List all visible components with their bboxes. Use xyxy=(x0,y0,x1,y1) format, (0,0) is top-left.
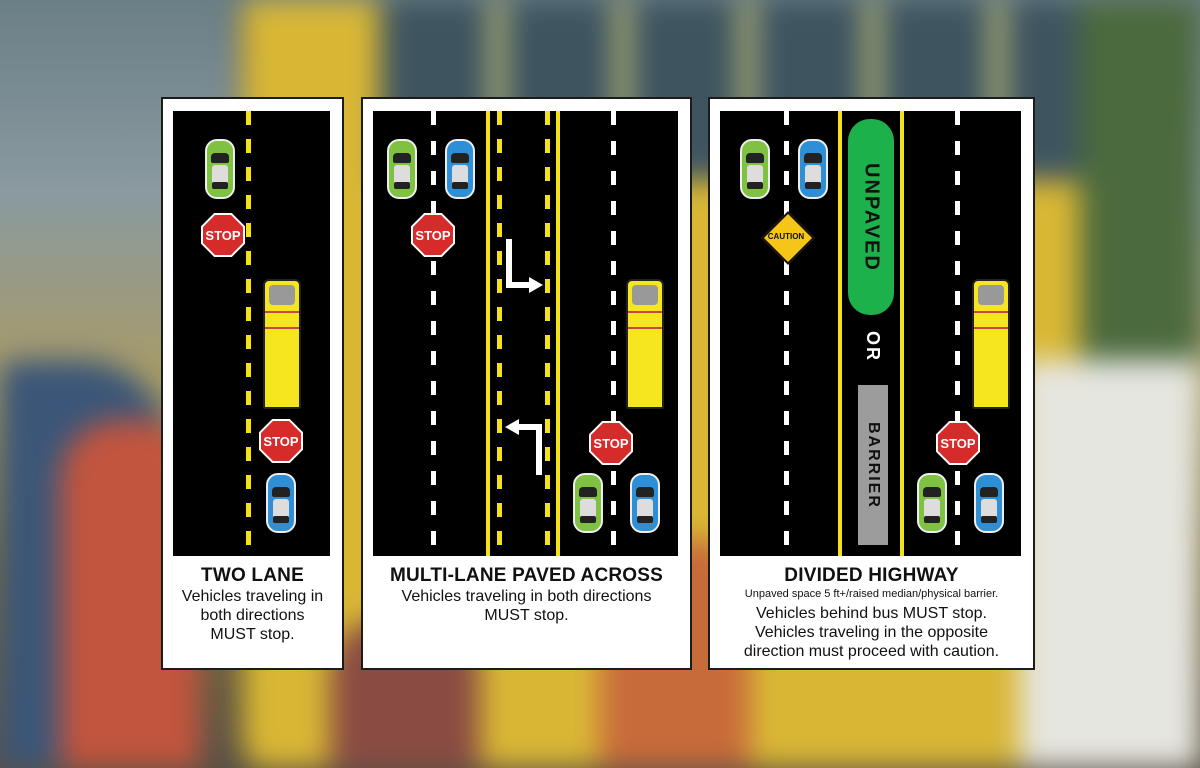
panel-title: TWO LANE xyxy=(201,565,304,586)
turn-arrow-icon xyxy=(506,239,543,293)
car-icon xyxy=(266,473,296,533)
multi-lane-road: STOP STOP xyxy=(373,111,678,556)
caution-sign-label: CAUTION xyxy=(767,232,805,241)
median-edge-line xyxy=(900,111,904,556)
turn-arrow-icon xyxy=(505,419,542,475)
multi-lane-panel: STOP STOP MULTI-LANE PAVED ACROSS Vehicl… xyxy=(361,97,692,670)
unpaved-median: UNPAVED xyxy=(848,119,894,315)
two-lane-panel: STOP STOP TWO LANE Vehicles traveling in… xyxy=(161,97,344,670)
stop-sign-icon: STOP xyxy=(936,421,980,465)
car-icon xyxy=(798,139,828,199)
school-bus-icon xyxy=(263,279,301,409)
stop-sign-icon: STOP xyxy=(589,421,633,465)
center-solid-line xyxy=(486,111,490,556)
panel-title: MULTI-LANE PAVED ACROSS xyxy=(389,565,664,586)
car-icon xyxy=(740,139,770,199)
lane-divider xyxy=(955,111,960,556)
car-icon xyxy=(387,139,417,199)
center-dashed-line xyxy=(246,111,251,556)
car-icon xyxy=(573,473,603,533)
stop-sign-icon: STOP xyxy=(411,213,455,257)
car-icon xyxy=(445,139,475,199)
lane-divider xyxy=(431,111,436,556)
lane-divider xyxy=(784,111,789,556)
lane-divider xyxy=(611,111,616,556)
two-lane-caption: TWO LANE Vehicles traveling in both dire… xyxy=(163,565,342,644)
stop-sign-icon: STOP xyxy=(259,419,303,463)
median-edge-line xyxy=(838,111,842,556)
stop-sign-icon: STOP xyxy=(201,213,245,257)
turn-lane-dashed-line xyxy=(545,111,550,556)
physical-barrier: BARRIER xyxy=(858,385,888,545)
median-note: Unpaved space 5 ft+/raised median/physic… xyxy=(744,588,999,600)
car-icon xyxy=(630,473,660,533)
divided-highway-caption: DIVIDED HIGHWAY Unpaved space 5 ft+/rais… xyxy=(710,565,1033,661)
school-bus-icon xyxy=(626,279,664,409)
center-solid-line xyxy=(556,111,560,556)
car-icon xyxy=(917,473,947,533)
panel-title: DIVIDED HIGHWAY xyxy=(784,565,959,586)
car-icon xyxy=(205,139,235,199)
or-label: OR xyxy=(863,331,883,362)
multi-lane-caption: MULTI-LANE PAVED ACROSS Vehicles traveli… xyxy=(363,565,690,625)
school-bus-icon xyxy=(972,279,1010,409)
divided-highway-road: CAUTION UNPAVED OR BARRIER STOP xyxy=(720,111,1021,556)
divided-highway-panel: CAUTION UNPAVED OR BARRIER STOP DIVIDED … xyxy=(708,97,1035,670)
car-icon xyxy=(974,473,1004,533)
two-lane-road: STOP STOP xyxy=(173,111,330,556)
turn-lane-dashed-line xyxy=(497,111,502,556)
